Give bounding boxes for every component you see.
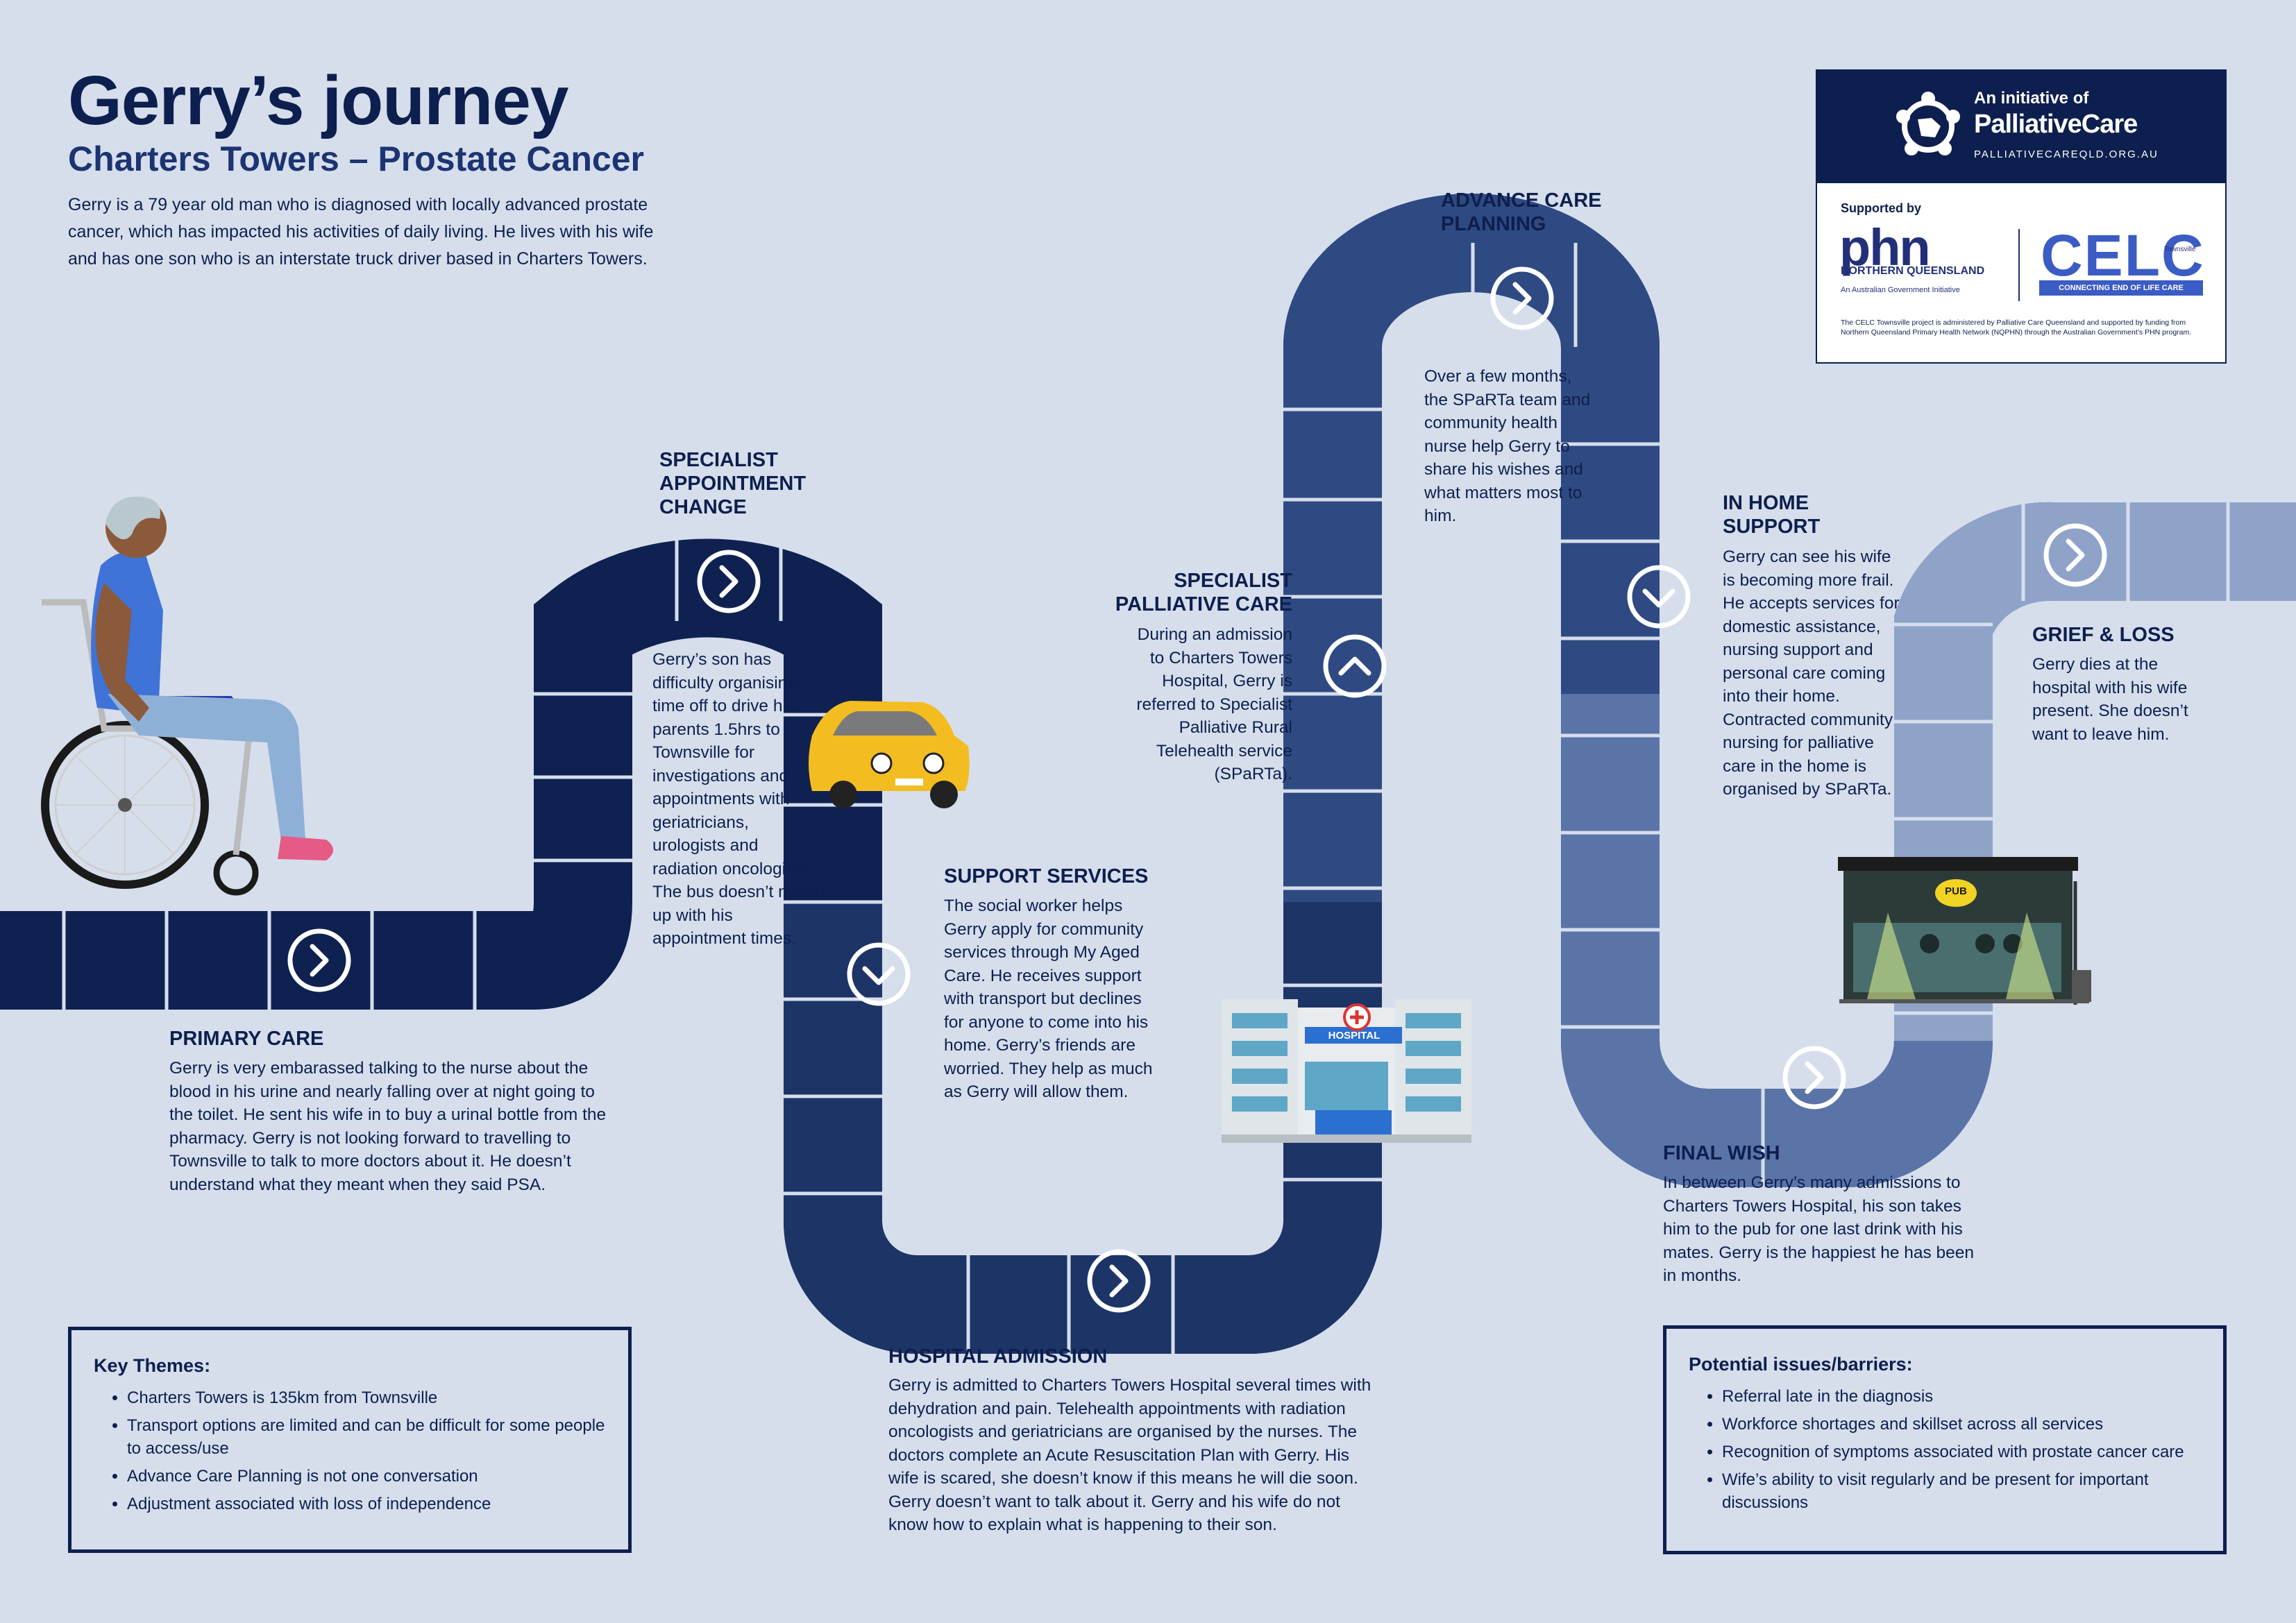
chevron-down-icon bbox=[847, 942, 911, 1006]
celc-tagline: CONNECTING END OF LIFE CARE bbox=[2039, 280, 2203, 296]
celc-logo: CELC bbox=[2041, 223, 2205, 288]
stage-body-grief-loss: Gerry dies at the hospital with his wife… bbox=[2032, 655, 2188, 744]
pub-sign-label: PUB bbox=[1945, 885, 1967, 897]
palliative-care-url: PALLIATIVECAREQLD.ORG.AU bbox=[1974, 148, 2159, 160]
issues-box: Potential issues/barriers: Referral late… bbox=[1663, 1325, 2227, 1554]
path-segment-hospital bbox=[784, 902, 1382, 1354]
issue-item: Referral late in the diagnosis bbox=[1722, 1385, 2201, 1408]
key-theme-item: Transport options are limited and can be… bbox=[127, 1414, 606, 1460]
phn-gov-label: An Australian Government Initiative bbox=[1841, 286, 1960, 294]
pub-icon bbox=[1838, 857, 2091, 1005]
celc-townsville: Townsville bbox=[2164, 246, 2196, 253]
path-segment-home bbox=[1561, 694, 1993, 1187]
logo-disclaimer: The CELC Townsville project is administe… bbox=[1841, 318, 2192, 337]
stage-body-final-wish: In between Gerry’s many admissions to Ch… bbox=[1663, 1173, 1975, 1285]
stage-title-in-home: IN HOME SUPPORT bbox=[1723, 492, 1821, 538]
logo-panel: An initiative of PalliativeCare PALLIATI… bbox=[1816, 69, 2227, 364]
stage-body-specialist-palliative: During an admission to Charters Towers H… bbox=[1136, 625, 1292, 783]
palliative-care-name: PalliativeCare bbox=[1974, 110, 2138, 139]
stage-title-advance-care: ADVANCE CARE PLANNING bbox=[1441, 189, 1602, 235]
stage-title-grief-loss: GRIEF & LOSS bbox=[2032, 624, 2175, 646]
supported-by-label: Supported by bbox=[1841, 201, 1921, 215]
palliative-care-logo: An initiative of PalliativeCare PALLIATI… bbox=[1817, 71, 2225, 183]
stage-body-advance-care: Over a few months, the SPaRTa team and c… bbox=[1424, 367, 1591, 525]
chevron-right-icon bbox=[1782, 1046, 1846, 1110]
stage-body-hospital-admission: Gerry is admitted to Charters Towers Hos… bbox=[888, 1376, 1371, 1534]
logo-divider bbox=[2018, 229, 2020, 301]
key-theme-item: Charters Towers is 135km from Townsville bbox=[127, 1386, 606, 1409]
stage-title-support-services: SUPPORT SERVICES bbox=[944, 865, 1149, 887]
stage-title-specialist-palliative: SPECIALIST PALLIATIVE CARE bbox=[1115, 570, 1292, 615]
page-title: Gerry’s journey bbox=[68, 62, 568, 139]
chevron-down-icon bbox=[1627, 565, 1691, 629]
path-segment-grief bbox=[1894, 502, 2296, 1041]
key-themes-title: Key Themes: bbox=[94, 1355, 211, 1376]
key-theme-item: Advance Care Planning is not one convers… bbox=[127, 1465, 606, 1488]
chevron-up-icon bbox=[1323, 634, 1387, 698]
issues-title: Potential issues/barriers: bbox=[1689, 1354, 1913, 1375]
stage-title-hospital-admission: HOSPITAL ADMISSION bbox=[888, 1345, 1108, 1368]
issues-list: Referral late in the diagnosis Workforce… bbox=[1689, 1385, 2201, 1514]
issue-item: Recognition of symptoms associated with … bbox=[1722, 1441, 2201, 1463]
wheelchair-icon bbox=[41, 496, 333, 896]
stage-body-primary-care: Gerry is very embarassed talking to the … bbox=[169, 1059, 607, 1194]
hospital-sign-label: HOSPITAL bbox=[1328, 1030, 1381, 1042]
key-themes-list: Charters Towers is 135km from Townsville… bbox=[94, 1386, 606, 1515]
stage-body-specialist-appt: Gerry’s son has difficulty organising ti… bbox=[652, 650, 825, 948]
chevron-right-icon bbox=[1087, 1249, 1151, 1313]
chevron-right-icon bbox=[2043, 523, 2107, 587]
key-themes-box: Key Themes: Charters Towers is 135km fro… bbox=[68, 1327, 632, 1553]
hospital-icon bbox=[1222, 999, 1471, 1143]
key-theme-item: Adjustment associated with loss of indep… bbox=[127, 1493, 606, 1515]
page-subtitle: Charters Towers – Prostate Cancer bbox=[68, 139, 644, 178]
stage-body-in-home: Gerry can see his wife is becoming more … bbox=[1723, 547, 1900, 799]
stage-title-specialist-appt: SPECIALIST APPOINTMENT CHANGE bbox=[659, 449, 807, 518]
stage-title-primary-care: PRIMARY CARE bbox=[169, 1028, 324, 1050]
chevron-right-icon bbox=[1490, 266, 1554, 330]
stage-title-final-wish: FINAL WISH bbox=[1663, 1142, 1780, 1164]
chevron-right-icon bbox=[697, 550, 761, 613]
car-icon bbox=[809, 701, 970, 808]
path-tile-lines bbox=[62, 243, 2230, 1354]
palliative-care-emblem-icon bbox=[1896, 92, 1960, 155]
initiative-label: An initiative of bbox=[1974, 89, 2089, 108]
phn-region: NORTHERN QUEENSLAND bbox=[1841, 265, 1985, 277]
intro-text: Gerry is a 79 year old man who is diagno… bbox=[68, 195, 654, 269]
phn-logo: phn bbox=[1839, 219, 1931, 276]
issue-item: Workforce shortages and skillset across … bbox=[1722, 1413, 2201, 1436]
chevron-right-icon bbox=[287, 928, 351, 992]
issue-item: Wife’s ability to visit regularly and be… bbox=[1722, 1468, 2201, 1514]
stage-body-support-services: The social worker helps Gerry apply for … bbox=[944, 897, 1153, 1101]
